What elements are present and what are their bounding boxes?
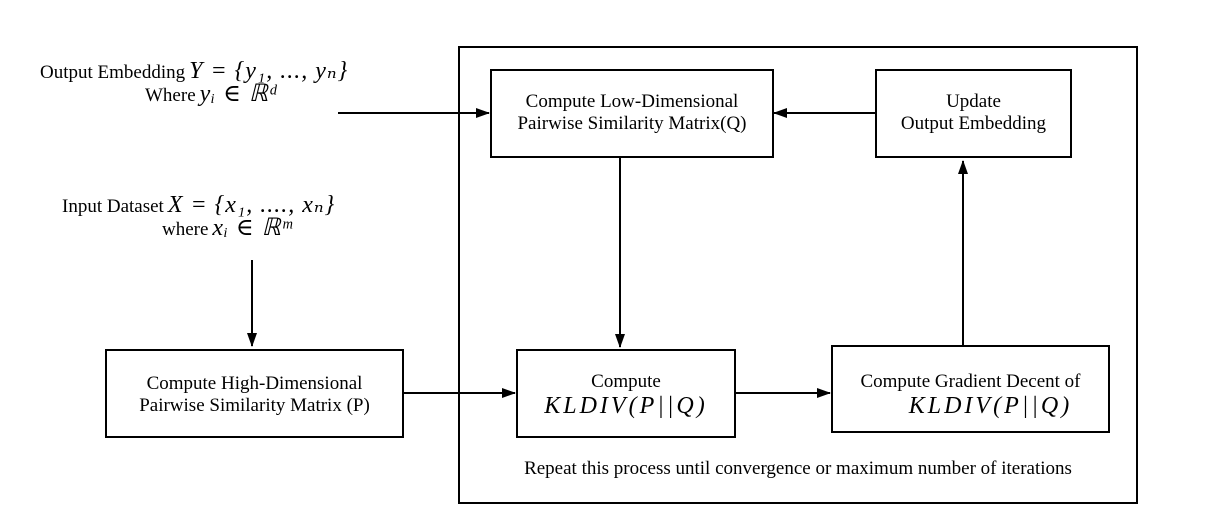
kldiv-line1: Compute — [591, 371, 661, 392]
output-embedding-label: Output Embedding Y = {y₁, ..., yₙ} Where… — [40, 56, 460, 108]
kldiv-line2: KLDIV(P||Q) — [544, 393, 708, 419]
update-line2: Output Embedding — [900, 113, 1047, 134]
output-embedding-prefix: Output Embedding — [40, 62, 186, 83]
gradient-descent-box: Compute Gradient Decent of KLDIV(P||Q) — [831, 345, 1110, 433]
input-dataset-domain: xᵢ ∈ ℝᵐ — [212, 215, 293, 241]
low-dim-line1: Compute Low-Dimensional — [525, 91, 739, 112]
high-dim-line2: Pairwise Similarity Matrix (P) — [139, 395, 370, 416]
low-dim-line2: Pairwise Similarity Matrix(Q) — [517, 113, 747, 134]
gradient-line2: KLDIV(P||Q) — [908, 393, 1073, 419]
update-embedding-box: Update Output Embedding — [875, 69, 1072, 158]
input-dataset-prefix: Input Dataset — [62, 196, 164, 217]
input-dataset-label: Input Dataset X = {x₁, ...., xₙ} where x… — [62, 190, 462, 242]
output-embedding-where: Where — [145, 85, 196, 106]
output-embedding-domain: yᵢ ∈ ℝᵈ — [199, 81, 278, 107]
input-dataset-math: X = {x₁, ...., xₙ} — [167, 192, 336, 218]
loop-frame — [458, 46, 1138, 504]
update-line1: Update — [946, 91, 1001, 112]
input-dataset-where: where — [162, 219, 209, 240]
high-dim-line1: Compute High-Dimensional — [146, 373, 363, 394]
kldiv-box: Compute KLDIV(P||Q) — [516, 349, 736, 438]
high-dim-similarity-box: Compute High-Dimensional Pairwise Simila… — [105, 349, 404, 438]
low-dim-similarity-box: Compute Low-Dimensional Pairwise Similar… — [490, 69, 774, 158]
loop-caption: Repeat this process until convergence or… — [524, 458, 1072, 479]
gradient-line1: Compute Gradient Decent of — [860, 371, 1081, 392]
output-embedding-math: Y = {y₁, ..., yₙ} — [189, 58, 349, 84]
